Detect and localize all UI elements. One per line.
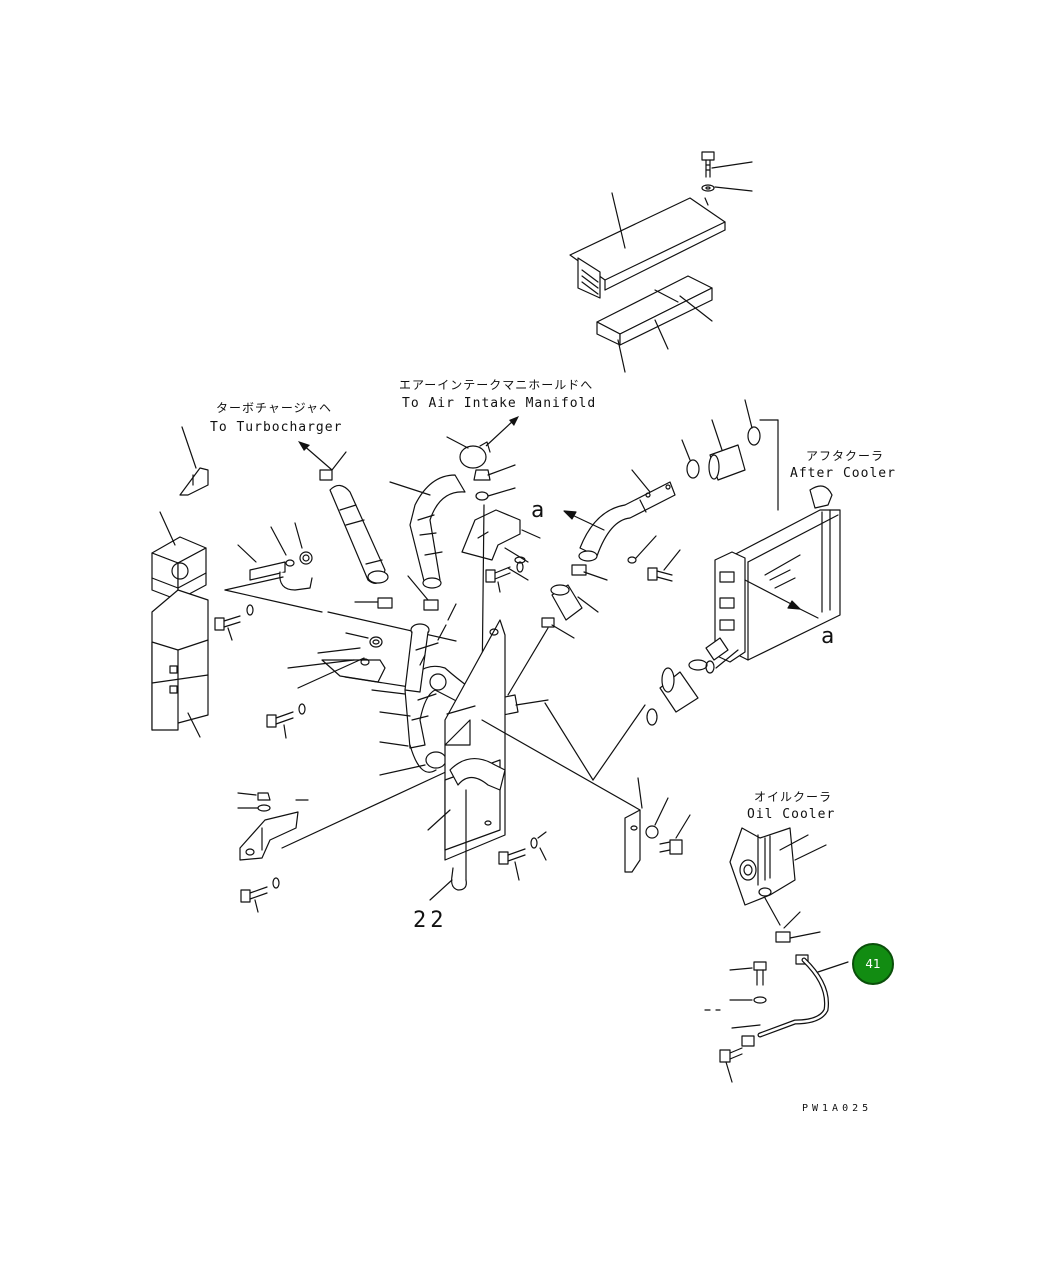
hook-rod-22 [430, 790, 466, 900]
intake-clamp-small [408, 576, 438, 610]
top-cover-bolt [702, 152, 752, 177]
part-number-22: 22 [413, 908, 448, 933]
label-turbocharger-en: To Turbocharger [210, 420, 343, 435]
hose-sleeve-mid [551, 585, 598, 620]
arrow-to-intake-manifold [482, 414, 522, 452]
foam-block-with-hole [152, 512, 206, 600]
oil-hose-washer [705, 997, 766, 1010]
label-intake-en: To Air Intake Manifold [402, 396, 597, 411]
hose-fitting-right [572, 565, 607, 580]
drawing-code: PW1A025 [802, 1103, 873, 1114]
aftercooler-inlet-pipe [579, 470, 675, 563]
bolt-upper-left [215, 605, 253, 640]
clamp-right-2 [745, 400, 760, 445]
nut-top [474, 465, 515, 480]
bolt-lower-left [241, 878, 279, 912]
arrow-to-turbocharger [296, 440, 336, 476]
top-cover-washer [702, 185, 752, 191]
intake-hose-upper [390, 475, 465, 588]
oil-cooler-body [730, 828, 826, 905]
leader-lines-center [482, 703, 645, 810]
support-plate [428, 620, 505, 860]
turbo-hose [330, 485, 388, 583]
hose-sleeve-right [709, 420, 745, 480]
bracket-lower-left [238, 770, 450, 860]
label-aftercooler-en: After Cooler [790, 466, 896, 481]
turbo-hose-fitting [355, 598, 392, 608]
bracket-upper-left [225, 523, 322, 612]
bracket-middle-left [288, 612, 456, 688]
oil-hose [742, 960, 848, 1046]
part-callout-badge[interactable]: 41 [852, 943, 894, 985]
ref-arrow-a1 [564, 511, 604, 530]
bolt-middle-left [267, 704, 305, 738]
aftercooler-outlet-hose [647, 638, 738, 725]
aftercooler-core [728, 486, 840, 660]
ref-label-a-1: a [531, 498, 545, 523]
bolt-bottom-center [499, 832, 546, 880]
bolt-right-mid [648, 550, 680, 581]
oil-hose-clamp-bolt [720, 1025, 760, 1082]
bracket-lower-right [625, 778, 690, 872]
aftercooler-tank-left [715, 420, 778, 662]
hose-fitting-lower [508, 618, 574, 695]
insulation-pad [597, 276, 712, 372]
turbo-hose-clamp [320, 452, 346, 480]
ref-arrow-a2 [745, 580, 818, 618]
oil-line-fittings [765, 898, 820, 964]
label-turbocharger-jp: ターボチャージャヘ [216, 401, 333, 415]
label-aftercooler-jp: アフタクーラ [806, 449, 885, 463]
label-intake-jp: エアーインテークマニホールドへ [399, 378, 594, 392]
top-cover-plate [570, 193, 725, 298]
foam-panel-large [152, 590, 208, 737]
washer-top [476, 488, 515, 500]
oil-hose-bolt [730, 962, 766, 985]
clamp-right-1 [682, 440, 699, 478]
label-oilcooler-jp: オイルクーラ [754, 790, 833, 804]
ref-label-a-2: a [821, 624, 835, 649]
label-oilcooler-en: Oil Cooler [747, 807, 836, 822]
bolt-center [486, 548, 528, 592]
corner-block [180, 427, 208, 495]
